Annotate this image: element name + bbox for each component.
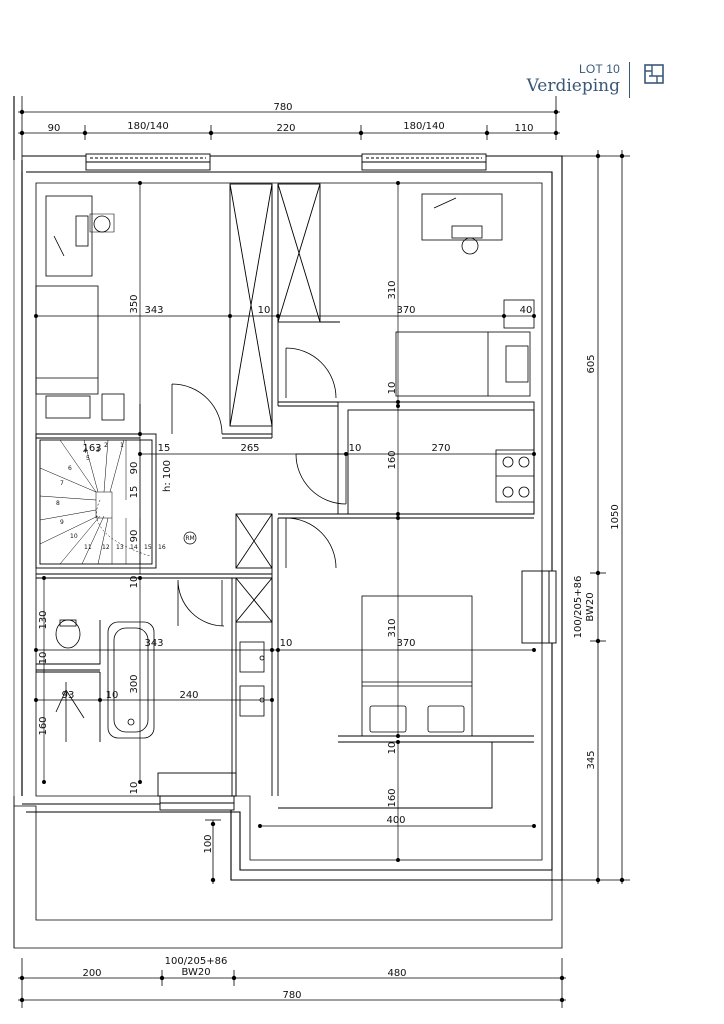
dim-right-3: 345 <box>586 750 597 769</box>
lot-label: LOT 10 <box>578 62 620 76</box>
dim-master-lower-width: 400 <box>386 815 405 826</box>
exterior-walls <box>13 96 563 949</box>
window-top-right <box>361 153 487 171</box>
top-dimension-chain <box>18 96 560 160</box>
floor-title: Verdieping <box>526 76 620 96</box>
dim-master-lower-depth: 160 <box>387 788 398 807</box>
dim-terrace-depth: 100 <box>203 834 214 853</box>
dim-stair-gap-2: 90 <box>129 530 140 543</box>
dim-bath-wall-2: 10 <box>106 690 119 701</box>
dim-wall-d: 10 <box>129 576 140 589</box>
window-top-left <box>85 153 211 171</box>
header-divider <box>629 62 630 98</box>
dim-right-1: 605 <box>586 354 597 373</box>
stair-step-2: 2 <box>104 442 108 449</box>
dim-hall-width: 265 <box>240 443 259 454</box>
dim-storage-width: 270 <box>431 443 450 454</box>
stair-step-1: 1 <box>120 442 124 449</box>
interior-walls <box>35 183 535 809</box>
dim-wall-c: 10 <box>349 443 362 454</box>
dim-top-1: 90 <box>48 123 61 134</box>
dim-right-window-code: BW20 <box>585 592 596 621</box>
floorplan-icon <box>644 64 664 84</box>
furniture-ne-bedroom <box>395 193 535 397</box>
dim-stair-wall-2: 15 <box>129 486 140 499</box>
stair-step-6: 6 <box>68 465 72 472</box>
stair-step-16: 16 <box>158 544 166 551</box>
dim-headroom: h: 100 <box>162 460 173 492</box>
dim-bath-wall: 10 <box>38 652 49 665</box>
furniture-master-bedroom <box>361 595 473 737</box>
dim-bedroom-ne-width: 370 <box>396 305 415 316</box>
rm-marker: RM <box>183 531 197 545</box>
bottom-dimension-chain <box>18 819 566 1008</box>
dim-wc-depth: 130 <box>38 610 49 629</box>
dim-bottom-total: 780 <box>282 990 301 1001</box>
furniture-nw-bedroom <box>35 195 125 421</box>
dim-right-window: 100/205+86 <box>573 576 584 639</box>
stair-step-9: 9 <box>60 519 64 526</box>
stair-step-10: 10 <box>70 533 78 540</box>
stair-step-3: 3 <box>96 447 100 454</box>
dim-wall-b: 10 <box>387 382 398 395</box>
dim-bottom-window: 100/205+86 <box>165 956 228 967</box>
stair-step-15: 15 <box>144 544 152 551</box>
dim-bedroom-ne-depth: 310 <box>387 280 398 299</box>
dim-master-wall: 10 <box>280 638 293 649</box>
dim-top-2: 180/140 <box>127 121 169 132</box>
dim-bathroom-width: 343 <box>144 638 163 649</box>
dim-bedroom-nw-depth: 350 <box>129 294 140 313</box>
dim-stair-wall: 15 <box>158 443 171 454</box>
dim-wall-a: 10 <box>258 305 271 316</box>
dim-master-wall-2: 10 <box>387 742 398 755</box>
dim-right-total: 1050 <box>610 504 621 529</box>
rm-label: RM <box>185 535 194 542</box>
dim-wardrobe-depth: 40 <box>520 305 533 316</box>
dim-bottom-1: 200 <box>82 968 101 979</box>
dim-top-total: 780 <box>273 102 292 113</box>
stair-step-5: 5 <box>86 455 90 462</box>
stair-step-8: 8 <box>56 500 60 507</box>
window-right <box>521 570 557 644</box>
stair-step-4: 4 <box>83 448 87 455</box>
dim-bottom-2: 480 <box>387 968 406 979</box>
dim-bath-length: 300 <box>129 674 140 693</box>
dim-bath-depth: 160 <box>38 716 49 735</box>
window-bottom <box>157 772 237 811</box>
dim-top-3: 220 <box>276 123 295 134</box>
dim-master-width: 370 <box>396 638 415 649</box>
dim-vanity-width: 240 <box>179 690 198 701</box>
dim-top-5: 110 <box>514 123 533 134</box>
dim-master-depth: 310 <box>387 618 398 637</box>
dim-storage-depth: 160 <box>387 450 398 469</box>
stair-step-11: 11 <box>84 544 92 551</box>
doors <box>171 347 347 627</box>
stair-step-numbers: 1 2 3 4 5 6 7 8 9 10 11 12 13 14 15 16 <box>56 442 166 551</box>
plan-header: LOT 10 Verdieping <box>464 58 664 102</box>
interior-dimension-lines <box>34 181 536 862</box>
right-dimension-chain <box>560 150 630 884</box>
dim-bottom-window-code: BW20 <box>181 967 210 978</box>
dim-shower-width: 93 <box>62 690 75 701</box>
stair-step-13: 13 <box>116 544 124 551</box>
dim-bedroom-nw-width: 343 <box>144 305 163 316</box>
furniture-storage <box>495 449 535 503</box>
dim-stair-gap-1: 90 <box>129 462 140 475</box>
stair-step-7: 7 <box>60 480 64 487</box>
dim-stair-width: 163 <box>82 443 101 454</box>
dim-wall-e: 10 <box>129 782 140 795</box>
stair-step-14: 14 <box>130 544 138 551</box>
dim-top-4: 180/140 <box>403 121 445 132</box>
stair-step-12: 12 <box>102 544 110 551</box>
